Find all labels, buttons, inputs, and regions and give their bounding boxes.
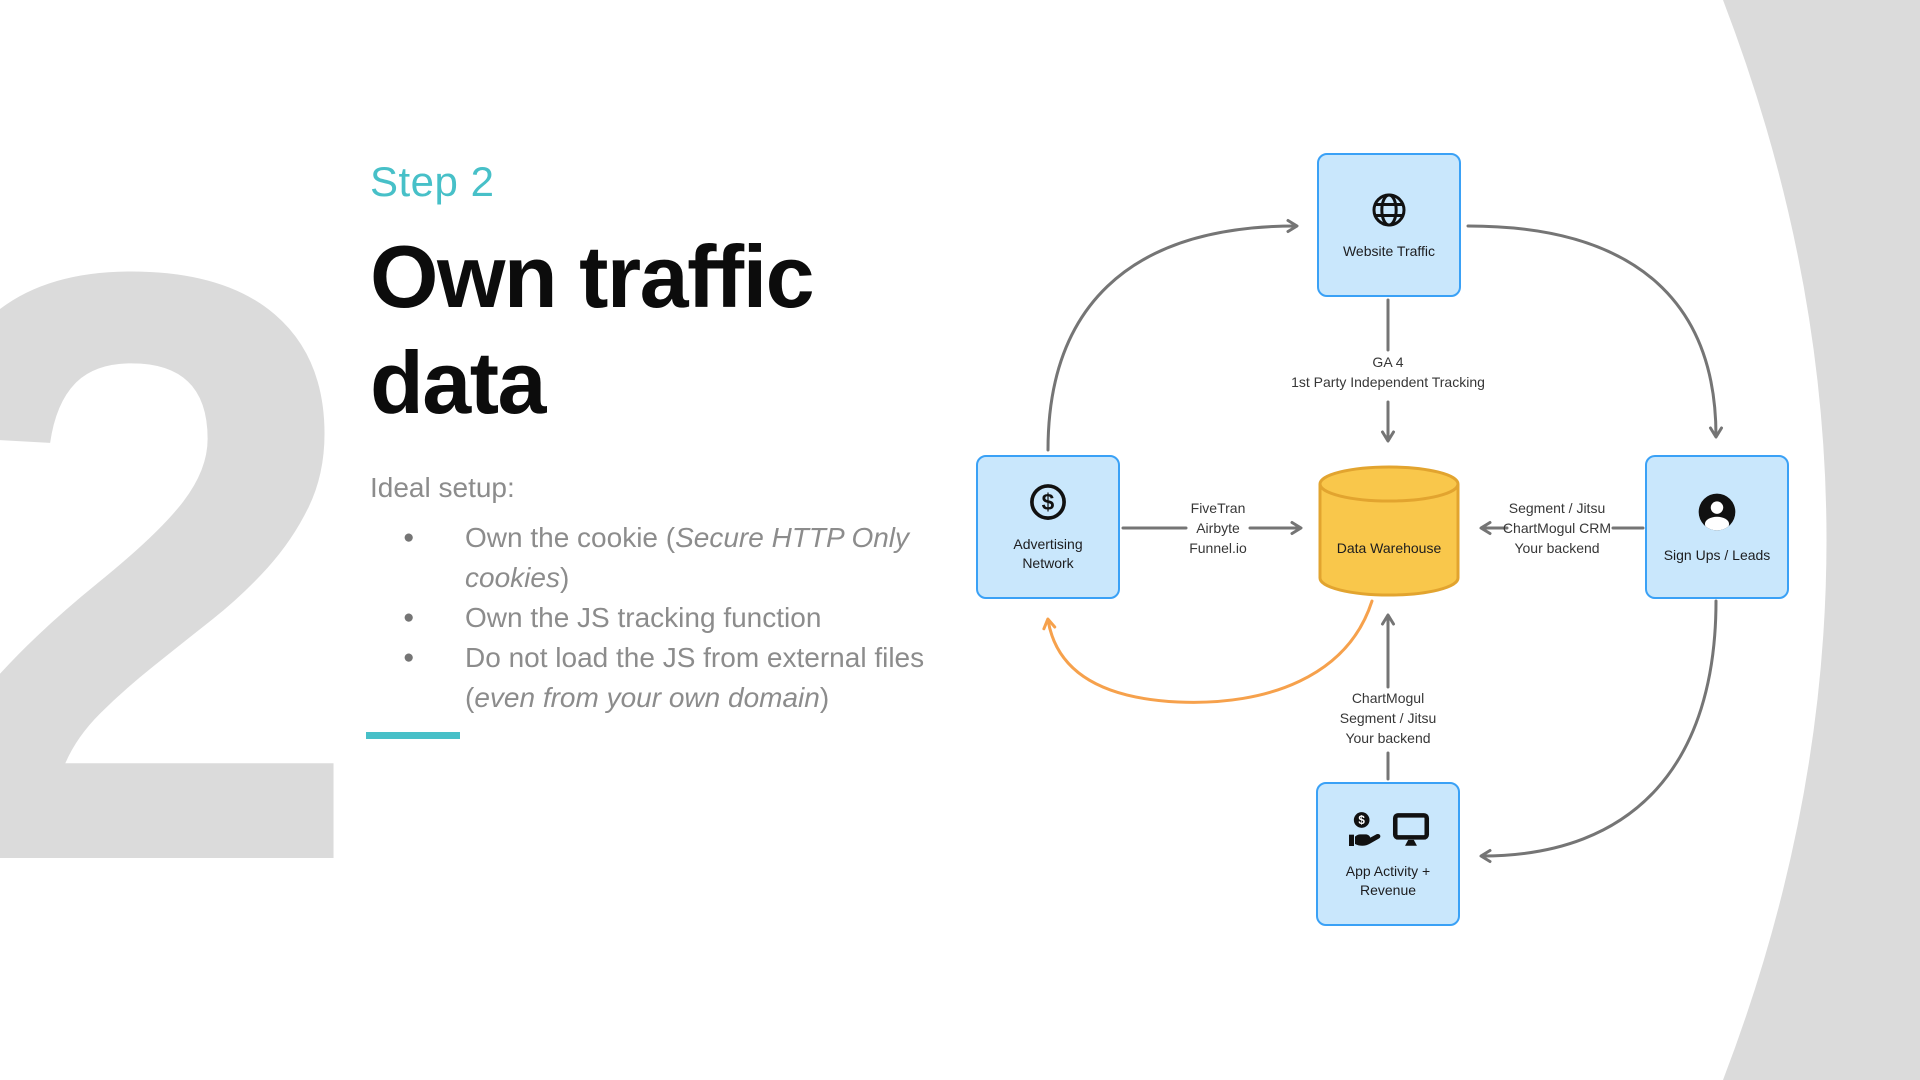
svg-text:$: $ — [1358, 814, 1365, 827]
bullet-text-plain: Own the cookie ( — [465, 522, 676, 553]
bullet-dot: ● — [403, 647, 415, 668]
dollar-circle-icon: $ — [1030, 484, 1066, 520]
page-title: Own traffic data — [370, 227, 815, 432]
body-copy: Ideal setup: ● Own the cookie (Secure HT… — [370, 468, 935, 718]
bullet-text-plain: ) — [559, 562, 570, 593]
node-label: App Activity + Revenue — [1345, 863, 1431, 898]
arrow-signups-to-appactivity — [1479, 599, 1718, 863]
node-icons: $ — [1345, 808, 1432, 850]
node-sign-ups: Sign Ups / Leads — [1645, 455, 1789, 599]
intro-text: Ideal setup: — [370, 472, 515, 503]
svg-text:$: $ — [1042, 489, 1055, 515]
bullet-text-italic: even from your own domain — [474, 682, 820, 713]
bullet-text: Own the JS tracking function — [465, 598, 930, 638]
node-label: Website Traffic — [1342, 242, 1436, 259]
node-label: Sign Ups / Leads — [1663, 546, 1771, 563]
node-website-traffic: Website Traffic — [1317, 153, 1461, 297]
revenue-hand-icon: $ — [1348, 812, 1380, 846]
node-data-warehouse: Data Warehouse — [1316, 463, 1462, 599]
node-advertising-network: $ Advertising Network — [976, 455, 1120, 599]
edge-label-ga4: GA 4 1st Party Independent Tracking — [1291, 354, 1485, 390]
node-label: Advertising Network — [1013, 536, 1083, 571]
bullet-list: ● Own the cookie (Secure HTTP Only cooki… — [370, 518, 935, 718]
globe-icon — [1372, 193, 1406, 226]
edge-label-etl: FiveTran Airbyte Funnel.io — [1189, 500, 1247, 556]
accent-divider — [366, 732, 460, 739]
bullet-dot: ● — [403, 607, 415, 628]
arrow-website-to-signups — [1466, 224, 1723, 439]
bullet-text: Own the cookie (Secure HTTP Only cookies… — [465, 518, 930, 598]
bullet-item: ● Own the JS tracking function — [370, 598, 935, 638]
step-label: Step 2 — [370, 158, 495, 205]
cylinder-shape — [1318, 465, 1460, 597]
bullet-text: Do not load the JS from external files (… — [465, 638, 930, 718]
arrow-adnetwork-to-website — [1046, 219, 1299, 452]
bullet-text-plain: Do not load the JS from external files ( — [465, 642, 925, 713]
edge-label-revenue: ChartMogul Segment / Jitsu Your backend — [1339, 690, 1437, 746]
bullet-text-plain: Own the JS tracking function — [465, 602, 822, 633]
watermark-digit: 2 — [0, 99, 367, 1037]
node-app-activity: $ App Activity + Revenue — [1316, 782, 1460, 926]
user-circle-icon — [1698, 493, 1736, 530]
edge-label-crm: Segment / Jitsu ChartMogul CRM Your back… — [1502, 500, 1612, 556]
monitor-icon — [1392, 813, 1429, 846]
arrow-warehouse-to-adnetwork-orange — [1042, 599, 1374, 704]
bullet-dot: ● — [403, 527, 415, 548]
bullet-item: ● Own the cookie (Secure HTTP Only cooki… — [370, 518, 935, 598]
node-label: Data Warehouse — [1336, 540, 1442, 556]
bullet-text-plain: ) — [819, 682, 830, 713]
bullet-text-italic: Secure HTTP Only cookies — [465, 522, 910, 593]
bullet-item: ● Do not load the JS from external files… — [370, 638, 935, 718]
